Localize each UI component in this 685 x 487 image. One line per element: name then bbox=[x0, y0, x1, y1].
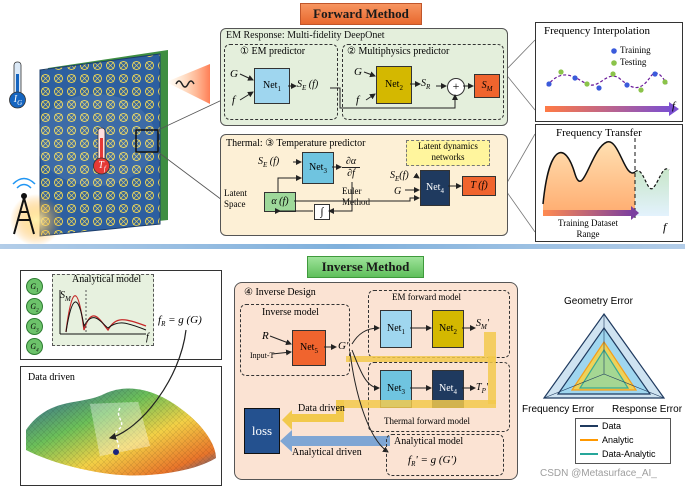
g-node-1: G1 bbox=[26, 278, 43, 295]
ig-label: IG bbox=[13, 94, 23, 107]
latent-dynamics-label: Latent dynamics networks bbox=[406, 140, 490, 166]
thermal-se-input-2: SE(f) bbox=[390, 170, 409, 183]
radar-axis-right: Response Error bbox=[612, 404, 683, 415]
em-response-title: EM Response: Multi-fidelity DeepOnet bbox=[226, 30, 385, 41]
metasurface-illustration bbox=[9, 50, 210, 244]
tf-label: Tf bbox=[98, 160, 106, 173]
net5-block: Net5 bbox=[292, 330, 326, 366]
derivative-label: ∂α∂f bbox=[342, 156, 360, 179]
freq-interp-title: Frequency Interpolation bbox=[544, 25, 650, 37]
forward-method-title: Forward Method bbox=[300, 3, 422, 25]
radar-legend: Data Analytic Data-Analytic bbox=[575, 418, 671, 464]
latent-space-label: Latent Space bbox=[224, 188, 247, 209]
analytical-plot bbox=[59, 290, 147, 335]
inverse-method-title: Inverse Method bbox=[307, 256, 424, 278]
loss-surface bbox=[26, 388, 216, 476]
g-node-3: G3 bbox=[26, 318, 43, 335]
inv-analytical-eq: fR' = g (G') bbox=[408, 454, 457, 469]
sm-prime: SM' bbox=[476, 318, 489, 331]
wave-icon bbox=[175, 80, 195, 88]
analytical-ylabel: SM bbox=[60, 290, 71, 303]
thermal-forward-box bbox=[368, 362, 510, 432]
g-prime: G' bbox=[338, 340, 349, 352]
data-driven-label: Data driven bbox=[298, 403, 345, 414]
thermal-se-input: SE (f) bbox=[258, 156, 280, 169]
freq-transfer-caption: Training Dataset Range bbox=[558, 218, 618, 239]
inv-analytical-label: Analytical model bbox=[394, 436, 464, 447]
legend-data-analytic: Data-Analytic bbox=[576, 447, 670, 461]
forward-divider bbox=[0, 244, 685, 249]
legend-data: Data bbox=[576, 419, 670, 433]
analytical-equation: fR = g (G) bbox=[158, 314, 202, 329]
radar-chart bbox=[542, 312, 666, 399]
inv-net1-block: Net1 bbox=[380, 310, 412, 348]
inverse-design-title: ④ Inverse Design bbox=[244, 287, 316, 298]
se-f-output: SE (f) bbox=[297, 79, 319, 92]
radar-axis-left: Frequency Error bbox=[522, 404, 595, 415]
analytical-title: Analytical model bbox=[72, 274, 142, 285]
analytical-driven-label: Analytical driven bbox=[292, 447, 362, 458]
freq-transfer-title: Frequency Transfer bbox=[556, 127, 642, 139]
multiphysics-predictor-label: ② Multiphysics predictor bbox=[347, 46, 450, 57]
freq-transfer-axis-f: f bbox=[663, 220, 667, 234]
unit-cell-highlight bbox=[135, 129, 159, 153]
thermometer-icon bbox=[9, 61, 26, 109]
tp-prime: TP' bbox=[476, 382, 488, 395]
multiphysics-predictor-box bbox=[342, 44, 504, 120]
sm-output-block: SM bbox=[474, 74, 500, 98]
net2-block: Net2 bbox=[376, 66, 412, 104]
antenna-tower-icon bbox=[12, 177, 36, 235]
testing-points bbox=[558, 69, 668, 93]
data-driven-title: Data driven bbox=[28, 372, 75, 383]
em-predictor-label: ① EM predictor bbox=[240, 46, 306, 57]
em-input-f: f bbox=[232, 94, 236, 106]
radar-axis-top: Geometry Error bbox=[564, 296, 633, 307]
net1-block: Net1 bbox=[254, 68, 290, 104]
inverse-model-label: Inverse model bbox=[262, 307, 319, 318]
training-points bbox=[546, 71, 658, 91]
em-predictor-box bbox=[224, 44, 338, 120]
legend-testing: Testing bbox=[620, 57, 647, 67]
legend-analytic: Analytic bbox=[576, 433, 670, 447]
net4-block: Net4 bbox=[420, 170, 450, 206]
em-forward-label: EM forward model bbox=[392, 292, 461, 302]
g-node-2: G2 bbox=[26, 298, 43, 315]
inv-analytical-box bbox=[386, 434, 504, 476]
net3-block: Net3 bbox=[302, 152, 334, 184]
g-node-4: G4 bbox=[26, 338, 43, 355]
thermal-g-input: G bbox=[394, 186, 402, 197]
freq-interp-axis-f: f bbox=[672, 100, 676, 112]
sr-output: SR bbox=[421, 78, 431, 91]
thermal-title: Thermal: ③ Temperature predictor bbox=[226, 138, 366, 149]
input-r: R bbox=[262, 330, 269, 342]
watermark: CSDN @Metasurface_AI_ bbox=[540, 468, 657, 479]
thermometer-hot-icon bbox=[93, 127, 110, 175]
mp-input-g: G bbox=[354, 66, 362, 78]
input-t: Input-T bbox=[250, 351, 275, 360]
inverse-model-box bbox=[240, 304, 350, 376]
inv-net2-block: Net2 bbox=[432, 310, 464, 348]
em-input-g: G bbox=[230, 68, 238, 80]
t-f-block: T (f) bbox=[462, 176, 496, 196]
inverse-design-panel bbox=[234, 282, 518, 480]
freq-interp-plot bbox=[545, 48, 679, 116]
legend-training: Training bbox=[620, 45, 651, 55]
loss-block: loss bbox=[244, 408, 280, 454]
mp-input-f: f bbox=[356, 94, 360, 106]
freq-transfer-plot bbox=[542, 138, 670, 220]
thermal-forward-label: Thermal forward model bbox=[384, 416, 470, 426]
analytical-xlabel: f bbox=[146, 332, 149, 343]
